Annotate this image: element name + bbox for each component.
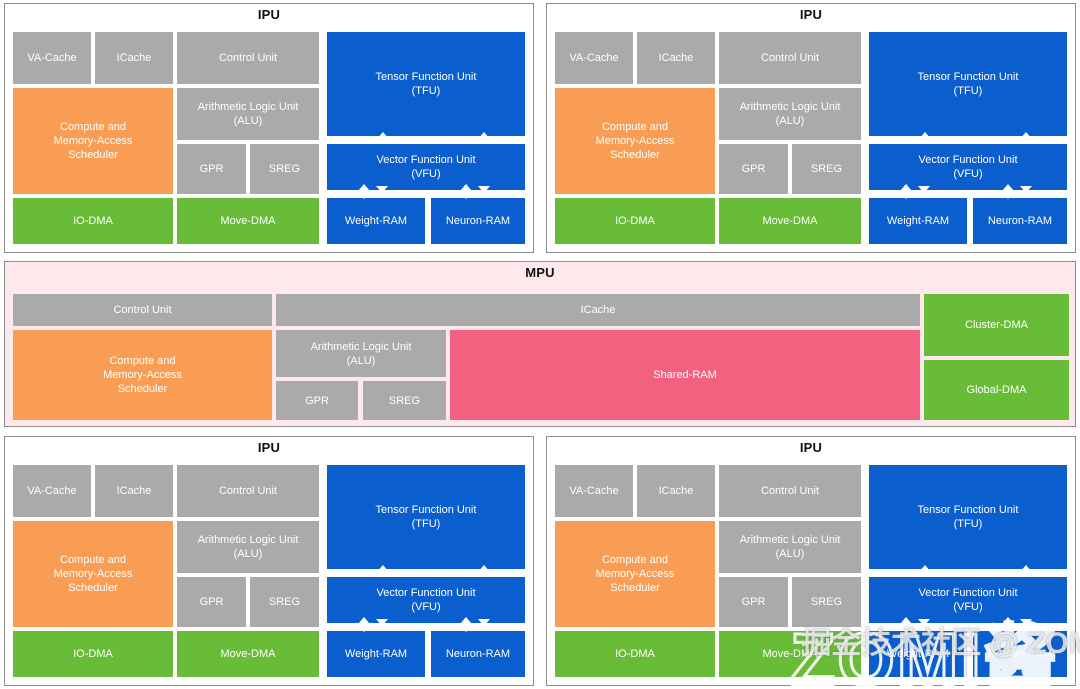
- ipu-block-vfu[interactable]: Vector Function Unit (VFU): [327, 577, 525, 623]
- ipu-block-neuron-ram[interactable]: Neuron-RAM: [431, 631, 525, 677]
- ipu-block-scheduler[interactable]: Compute and Memory-Access Scheduler: [555, 521, 715, 627]
- ipu-panel-bottom-right: IPU VA-Cache ICache Control Unit Tensor …: [546, 436, 1076, 686]
- ipu-block-va-cache[interactable]: VA-Cache: [13, 32, 91, 84]
- ipu-block-icache[interactable]: ICache: [637, 32, 715, 84]
- ipu-block-control-unit[interactable]: Control Unit: [177, 465, 319, 517]
- mpu-panel: MPU Control Unit ICache Cluster-DMA Comp…: [4, 261, 1076, 427]
- ipu-block-gpr[interactable]: GPR: [719, 577, 788, 627]
- panel-title-ipu: IPU: [799, 7, 823, 22]
- ipu-block-sreg[interactable]: SREG: [250, 144, 319, 194]
- ipu-block-weight-ram[interactable]: Weight-RAM: [869, 198, 967, 244]
- ipu-block-weight-ram[interactable]: Weight-RAM: [869, 631, 967, 677]
- mpu-block-global-dma[interactable]: Global-DMA: [924, 360, 1069, 420]
- ipu-block-scheduler[interactable]: Compute and Memory-Access Scheduler: [13, 88, 173, 194]
- arrow-tfu-vfu-right: [478, 132, 490, 139]
- arrow-vfu-weight-ram-down: [376, 619, 388, 626]
- ipu-block-tfu[interactable]: Tensor Function Unit (TFU): [869, 465, 1067, 569]
- ipu-block-neuron-ram[interactable]: Neuron-RAM: [973, 198, 1067, 244]
- arrow-vfu-weight-ram-down: [376, 186, 388, 193]
- ipu-block-va-cache[interactable]: VA-Cache: [555, 465, 633, 517]
- ipu-block-control-unit[interactable]: Control Unit: [719, 32, 861, 84]
- ipu-block-icache[interactable]: ICache: [637, 465, 715, 517]
- ipu-panel-bottom-left: IPU VA-Cache ICache Control Unit Tensor …: [4, 436, 534, 686]
- ipu-block-vfu[interactable]: Vector Function Unit (VFU): [327, 144, 525, 190]
- mpu-block-scheduler[interactable]: Compute and Memory-Access Scheduler: [13, 330, 272, 420]
- ipu-block-vfu[interactable]: Vector Function Unit (VFU): [869, 144, 1067, 190]
- mpu-block-alu[interactable]: Arithmetic Logic Unit (ALU): [276, 330, 446, 377]
- ipu-block-control-unit[interactable]: Control Unit: [177, 32, 319, 84]
- ipu-block-icache[interactable]: ICache: [95, 465, 173, 517]
- arrow-tfu-vfu-right: [1020, 565, 1032, 572]
- ipu-block-control-unit[interactable]: Control Unit: [719, 465, 861, 517]
- ipu-block-weight-ram[interactable]: Weight-RAM: [327, 631, 425, 677]
- arrow-tfu-vfu-right: [478, 565, 490, 572]
- ipu-block-gpr[interactable]: GPR: [177, 144, 246, 194]
- arrow-vfu-neuron-ram-bidir: [460, 184, 473, 199]
- arrow-vfu-neuron-ram-down: [1020, 619, 1032, 626]
- ipu-block-io-dma[interactable]: IO-DMA: [555, 631, 715, 677]
- panel-title-ipu: IPU: [799, 440, 823, 455]
- ipu-block-move-dma[interactable]: Move-DMA: [177, 198, 319, 244]
- ipu-block-va-cache[interactable]: VA-Cache: [555, 32, 633, 84]
- ipu-block-vfu[interactable]: Vector Function Unit (VFU): [869, 577, 1067, 623]
- arrow-vfu-weight-ram-bidir: [900, 617, 913, 632]
- arrow-tfu-vfu-left: [919, 565, 931, 572]
- ipu-block-va-cache[interactable]: VA-Cache: [13, 465, 91, 517]
- ipu-block-alu[interactable]: Arithmetic Logic Unit (ALU): [177, 521, 319, 573]
- ipu-block-alu[interactable]: Arithmetic Logic Unit (ALU): [719, 521, 861, 573]
- ipu-block-sreg[interactable]: SREG: [250, 577, 319, 627]
- ipu-block-icache[interactable]: ICache: [95, 32, 173, 84]
- ipu-block-neuron-ram[interactable]: Neuron-RAM: [973, 631, 1067, 677]
- arrow-vfu-neuron-ram-bidir: [1002, 184, 1015, 199]
- ipu-block-move-dma[interactable]: Move-DMA: [719, 631, 861, 677]
- ipu-block-sreg[interactable]: SREG: [792, 577, 861, 627]
- ipu-block-weight-ram[interactable]: Weight-RAM: [327, 198, 425, 244]
- mpu-block-icache[interactable]: ICache: [276, 294, 920, 326]
- arrow-vfu-weight-ram-bidir: [358, 617, 371, 632]
- ipu-block-io-dma[interactable]: IO-DMA: [13, 631, 173, 677]
- ipu-panel-top-right: IPU VA-Cache ICache Control Unit Tensor …: [546, 3, 1076, 253]
- panel-title-mpu: MPU: [525, 265, 555, 280]
- mpu-block-shared-ram[interactable]: Shared-RAM: [450, 330, 920, 420]
- panel-title-ipu: IPU: [257, 440, 281, 455]
- arrow-vfu-neuron-ram-down: [1020, 186, 1032, 193]
- ipu-block-io-dma[interactable]: IO-DMA: [555, 198, 715, 244]
- mpu-block-sreg[interactable]: SREG: [363, 381, 446, 420]
- arrow-tfu-vfu-right: [1020, 132, 1032, 139]
- ipu-block-scheduler[interactable]: Compute and Memory-Access Scheduler: [555, 88, 715, 194]
- arrow-vfu-weight-ram-bidir: [900, 184, 913, 199]
- arrow-tfu-vfu-left: [919, 132, 931, 139]
- ipu-block-neuron-ram[interactable]: Neuron-RAM: [431, 198, 525, 244]
- ipu-block-alu[interactable]: Arithmetic Logic Unit (ALU): [177, 88, 319, 140]
- mpu-block-control-unit[interactable]: Control Unit: [13, 294, 272, 326]
- ipu-block-move-dma[interactable]: Move-DMA: [177, 631, 319, 677]
- ipu-block-tfu[interactable]: Tensor Function Unit (TFU): [327, 32, 525, 136]
- ipu-panel-top-left: IPU VA-Cache ICache Control Unit Tensor …: [4, 3, 534, 253]
- ipu-block-gpr[interactable]: GPR: [177, 577, 246, 627]
- arrow-vfu-neuron-ram-bidir: [460, 617, 473, 632]
- arrow-vfu-weight-ram-down: [918, 186, 930, 193]
- ipu-block-move-dma[interactable]: Move-DMA: [719, 198, 861, 244]
- ipu-block-tfu[interactable]: Tensor Function Unit (TFU): [327, 465, 525, 569]
- ipu-block-scheduler[interactable]: Compute and Memory-Access Scheduler: [13, 521, 173, 627]
- arrow-vfu-neuron-ram-down: [478, 186, 490, 193]
- arrow-tfu-vfu-left: [377, 132, 389, 139]
- arrow-vfu-weight-ram-bidir: [358, 184, 371, 199]
- arrow-tfu-vfu-left: [377, 565, 389, 572]
- ipu-block-sreg[interactable]: SREG: [792, 144, 861, 194]
- ipu-block-alu[interactable]: Arithmetic Logic Unit (ALU): [719, 88, 861, 140]
- ipu-block-tfu[interactable]: Tensor Function Unit (TFU): [869, 32, 1067, 136]
- ipu-block-gpr[interactable]: GPR: [719, 144, 788, 194]
- panel-title-ipu: IPU: [257, 7, 281, 22]
- ipu-block-io-dma[interactable]: IO-DMA: [13, 198, 173, 244]
- mpu-block-cluster-dma[interactable]: Cluster-DMA: [924, 294, 1069, 356]
- arrow-vfu-neuron-ram-bidir: [1002, 617, 1015, 632]
- arrow-vfu-neuron-ram-down: [478, 619, 490, 626]
- mpu-block-gpr[interactable]: GPR: [276, 381, 358, 420]
- arrow-vfu-weight-ram-down: [918, 619, 930, 626]
